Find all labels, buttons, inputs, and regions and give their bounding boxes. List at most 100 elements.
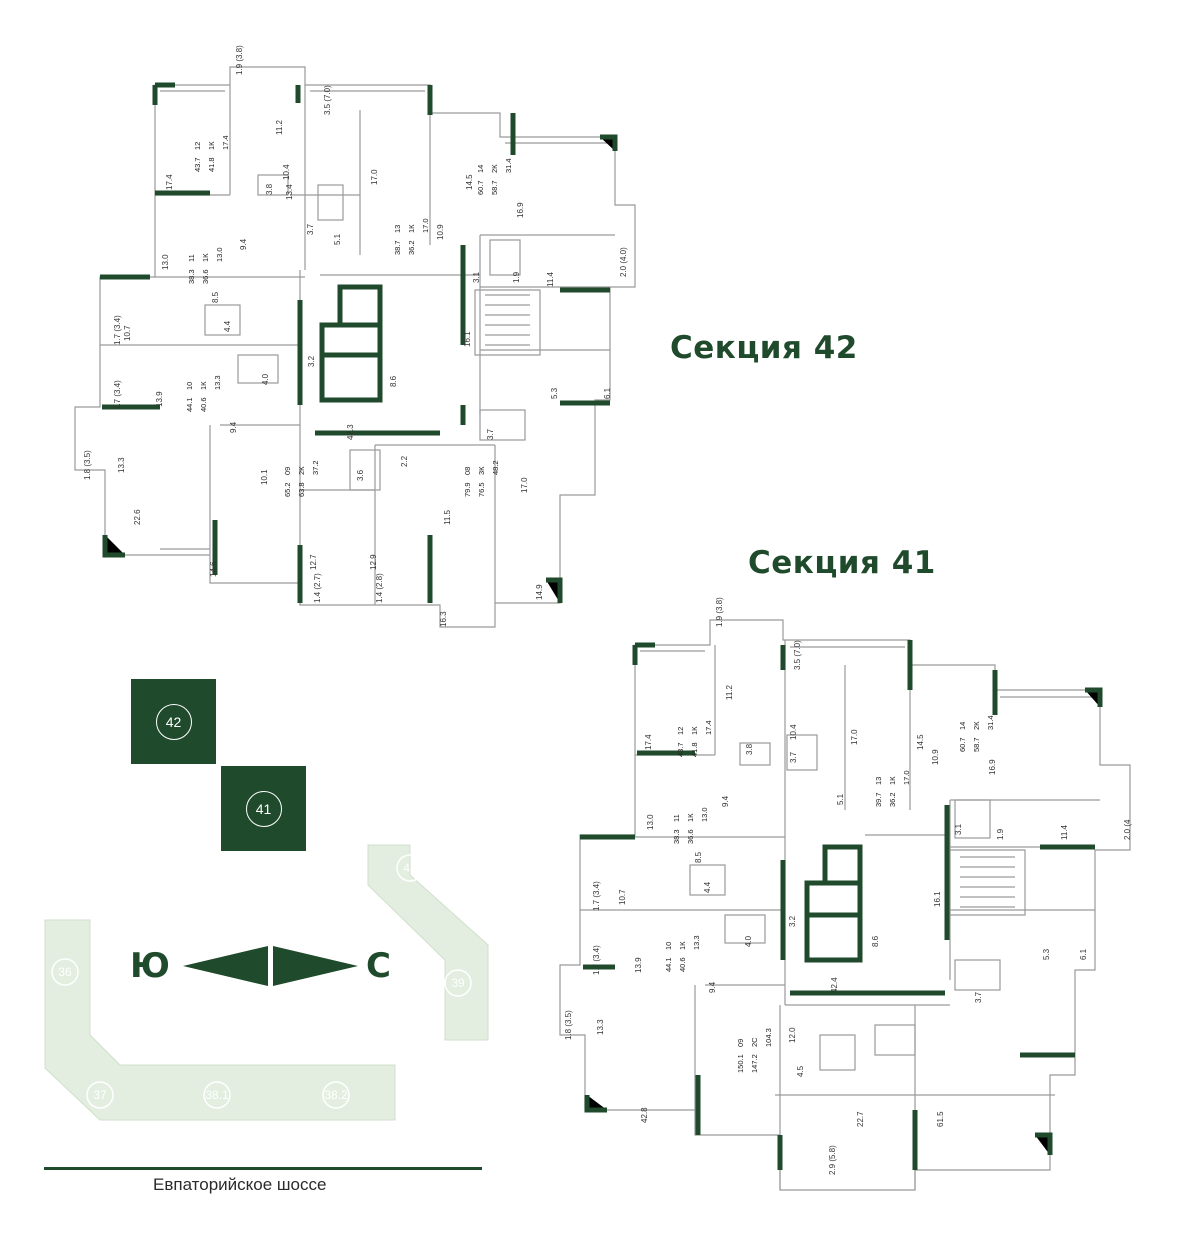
site-map: 40 39 36 37 38.1 38.2	[44, 844, 489, 1121]
apartment-area: 31.4	[986, 715, 995, 730]
building-36-37-38	[44, 919, 396, 1121]
room-area: 17.0	[520, 477, 529, 493]
room-area: 16.1	[463, 331, 472, 347]
apartment-number: 14	[958, 722, 967, 730]
room-area: 14.5	[916, 734, 925, 750]
room-area: 2.0 (4.0)	[619, 247, 628, 277]
apartment-number: 10	[664, 942, 673, 950]
room-area: 8.6	[389, 375, 398, 387]
room-area: 6.1	[603, 387, 612, 399]
room-area: 22.6	[133, 509, 142, 525]
room-area: 42.3	[346, 424, 355, 440]
apartment-type: 1К	[686, 813, 695, 822]
room-area: 3.7	[306, 223, 315, 235]
room-area: 3.7	[789, 751, 798, 763]
apartment-number: 09	[736, 1039, 745, 1047]
room-area: 2.0 (4	[1123, 819, 1132, 840]
apartment-type: 3К	[477, 466, 486, 475]
room-area: 8.6	[871, 935, 880, 947]
room-area: 14.9	[535, 584, 544, 600]
room-area: 1.7 (3.4)	[113, 315, 122, 345]
room-area: 17.0	[850, 729, 859, 745]
room-area: 12.0	[788, 1027, 797, 1043]
apartment-area: 58.7	[972, 737, 981, 752]
room-area: 2.2	[400, 455, 409, 467]
apartment-number: 11	[672, 814, 681, 822]
apartment-area: 65.2	[283, 482, 292, 497]
road-line	[44, 1167, 482, 1170]
apartment-area: 63.8	[297, 482, 306, 497]
room-area: 3.1	[472, 271, 481, 283]
apartment-block: 09 2С 104.3 147.2 150.1	[736, 1028, 773, 1073]
apartment-area: 17.0	[421, 218, 430, 233]
apartment-type: 1К	[207, 141, 216, 150]
apartment-block: 13 1К 17.0 36.2 39.7	[874, 770, 911, 807]
section-box-42[interactable]: 42	[131, 679, 216, 764]
apartment-type: 1К	[888, 776, 897, 785]
room-area: 5.1	[836, 793, 845, 805]
room-area: 10.7	[123, 325, 132, 341]
apartment-number: 11	[187, 254, 196, 262]
room-area: 9.4	[229, 421, 238, 433]
room-area: 9.4	[721, 795, 730, 807]
apartment-block: 41.8 43.7	[193, 157, 216, 172]
building-label-38-1: 38.1	[205, 1088, 229, 1102]
building-marker-40	[396, 854, 424, 882]
room-area: 5.1	[333, 233, 342, 245]
room-area: 1.9	[512, 271, 521, 283]
apartment-type: 1К	[678, 941, 687, 950]
compass-arrow-north	[273, 946, 358, 986]
section-number-41: 41	[245, 790, 282, 827]
room-area: 42.4	[830, 977, 839, 993]
apartment-area: 38.7	[393, 240, 402, 255]
room-area: 5.3	[1042, 948, 1051, 960]
apartment-block: 12 1К 17.4 41.8	[193, 135, 230, 150]
room-area: 2.9 (5.8)	[828, 1145, 837, 1175]
room-area: 1.7 (3.4)	[592, 881, 601, 911]
room-area: 17.4	[165, 174, 174, 190]
apartment-area: 31.4	[504, 158, 513, 173]
room-area: 17.4	[644, 734, 653, 750]
apartment-block: 14 2К 31.4 58.7 60.7	[958, 715, 995, 752]
plan-outline	[74, 66, 636, 628]
room-area: 10.4	[789, 724, 798, 740]
room-area: 13.9	[155, 391, 164, 407]
apartment-area: 17.4	[704, 720, 713, 735]
room-area: 16.9	[988, 759, 997, 775]
room-area: 42.8	[640, 1107, 649, 1123]
apartment-number: 13	[874, 777, 883, 785]
apartment-area: 60.7	[958, 737, 967, 752]
room-area: 9.4	[239, 238, 248, 250]
room-area: 4.0	[261, 373, 270, 385]
room-area: 22.7	[856, 1111, 865, 1127]
room-area: 5.3	[550, 387, 559, 399]
apartment-area: 39.7	[874, 792, 883, 807]
building-marker-36	[51, 958, 79, 986]
apartment-area: 76.5	[477, 482, 486, 497]
room-area: 16.9	[516, 202, 525, 218]
apartment-block: 08 3К 48.2 76.5 79.9	[463, 460, 500, 497]
room-area: 8.5	[211, 291, 220, 303]
compass-arrow-south	[183, 946, 268, 986]
floor-plan-section-42: 1.9 (3.8) 3.5 (7.0) 11.2 17.4 10.4 3.8 1…	[74, 45, 636, 628]
room-area: 11.5	[443, 509, 452, 525]
floor-plan-section-41: 1.9 (3.8) 3.5 (7.0) 11.2 17.4 3.8 10.4 3…	[559, 597, 1132, 1191]
apartment-area: 60.7	[476, 180, 485, 195]
room-area: 13.3	[596, 1019, 605, 1035]
room-area: 17.0	[370, 169, 379, 185]
apartment-area: 13.3	[692, 935, 701, 950]
apartment-area: 36.2	[407, 240, 416, 255]
room-area: 10.4	[282, 164, 291, 180]
apartment-number: 08	[463, 467, 472, 475]
section-box-41[interactable]: 41	[221, 766, 306, 851]
room-area: 3.1	[954, 823, 963, 835]
apartment-block: 11 1К 13.0 36.6 38.3	[672, 807, 709, 844]
apartment-type: 2К	[972, 721, 981, 730]
apartment-area: 40.6	[199, 397, 208, 412]
room-area: 10.7	[618, 889, 627, 905]
room-area: 8.5	[694, 851, 703, 863]
building-marker-39	[444, 969, 472, 997]
room-area: 3.2	[788, 915, 797, 927]
apartment-area: 36.2	[888, 792, 897, 807]
room-area: 12.7	[309, 554, 318, 570]
